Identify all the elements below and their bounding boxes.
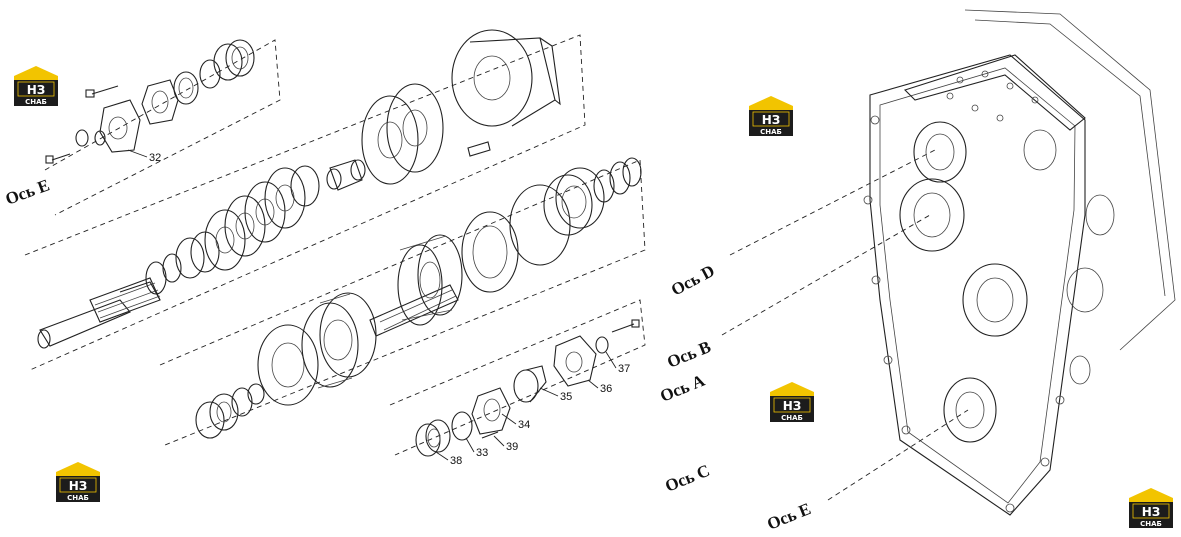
callout-39: 39	[506, 441, 518, 453]
svg-text:СНАБ: СНАБ	[1140, 520, 1162, 528]
callout-34: 34	[518, 419, 530, 431]
lower-flange-group	[415, 319, 640, 457]
gear-shaft-group	[195, 157, 642, 439]
axis-label-left-e: Ось E	[3, 175, 52, 208]
callout-36: 36	[600, 383, 612, 395]
callout-37: 37	[618, 363, 630, 375]
transmission-housing	[863, 9, 1176, 516]
svg-text:НЗ: НЗ	[1142, 505, 1161, 519]
logo-watermark-5: НЗ СНАБ	[1129, 488, 1173, 528]
svg-text:СНАБ: СНАБ	[760, 128, 782, 136]
callout-35: 35	[560, 391, 572, 403]
svg-text:НЗ: НЗ	[783, 399, 802, 413]
axis-label-c: Ось C	[662, 461, 712, 496]
svg-text:НЗ: НЗ	[27, 83, 46, 97]
svg-text:СНАБ: СНАБ	[67, 494, 89, 502]
svg-text:НЗ: НЗ	[762, 113, 781, 127]
dashed-frames	[24, 34, 646, 456]
callout-38: 38	[450, 455, 462, 467]
main-shaft-group	[37, 29, 561, 349]
axis-label-b: Ось B	[664, 337, 713, 372]
svg-text:СНАБ: СНАБ	[25, 98, 47, 106]
callouts: 32 33 34 35 36 37 38 39	[127, 149, 630, 467]
axis-e-flange-group	[45, 39, 255, 164]
axis-leaders	[721, 149, 969, 501]
svg-text:СНАБ: СНАБ	[781, 414, 803, 422]
callout-32: 32	[149, 152, 161, 164]
axis-label-a: Ось A	[657, 370, 708, 405]
svg-text:НЗ: НЗ	[69, 479, 88, 493]
logo-watermark-3: НЗ СНАБ	[770, 382, 814, 422]
logo-watermark-4: НЗ СНАБ	[56, 462, 100, 502]
logo-watermark-1: НЗ СНАБ	[14, 66, 58, 106]
axis-label-d: Ось D	[668, 261, 718, 300]
axis-label-e: Ось E	[764, 499, 813, 534]
callout-33: 33	[476, 447, 488, 459]
logo-watermark-2: НЗ СНАБ	[749, 96, 793, 136]
